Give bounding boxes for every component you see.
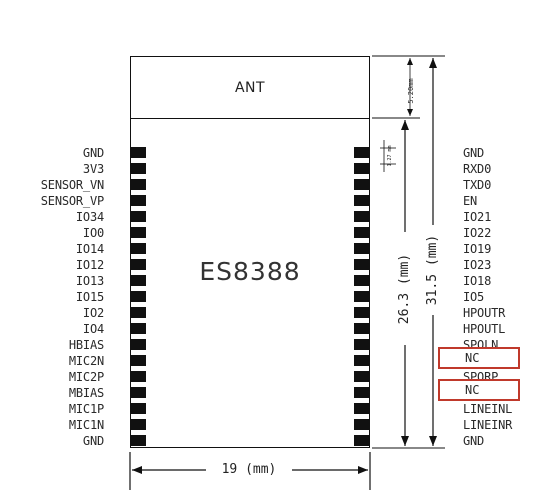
pin-label-left: HBIAS bbox=[68, 338, 104, 352]
pin-pad-left bbox=[130, 179, 146, 190]
antenna-area: ANT bbox=[131, 57, 369, 119]
pin-pad-right bbox=[354, 211, 370, 222]
pin-pad-left bbox=[130, 403, 146, 414]
pin-label-right: LINEINL bbox=[463, 402, 513, 416]
pin-pad-left bbox=[130, 195, 146, 206]
pin-pad-right bbox=[354, 419, 370, 430]
pin-label-left: MIC1P bbox=[68, 402, 104, 416]
pin-pad-right bbox=[354, 243, 370, 254]
pin-label-left: SENSOR_VP bbox=[40, 194, 104, 208]
pin-pad-left bbox=[130, 355, 146, 366]
pin-label-left: IO2 bbox=[82, 306, 104, 320]
module-outline: ANT ES8388 bbox=[130, 56, 370, 448]
pin-label-right: GND bbox=[463, 434, 485, 448]
width-dimension-label: 19 (mm) bbox=[221, 462, 277, 477]
pin-pad-right bbox=[354, 259, 370, 270]
pin-pad-right bbox=[354, 387, 370, 398]
pin-pad-right bbox=[354, 371, 370, 382]
pin-pad-right bbox=[354, 403, 370, 414]
pin-label-right: TXD0 bbox=[463, 178, 492, 192]
pin-pad-right bbox=[354, 227, 370, 238]
nc-highlight-box: NC bbox=[438, 347, 520, 369]
nc-highlight-box: NC bbox=[438, 379, 520, 401]
pin-label-right: IO22 bbox=[463, 226, 492, 240]
pin-label-left: MIC1N bbox=[68, 418, 104, 432]
pin-label-left: 3V3 bbox=[82, 162, 104, 176]
pin-label-left: MIC2N bbox=[68, 354, 104, 368]
pin-pad-right bbox=[354, 291, 370, 302]
chip-label: ES8388 bbox=[199, 257, 301, 286]
pin-pad-left bbox=[130, 163, 146, 174]
ant-height-dimension-label: 5.20mm bbox=[407, 78, 415, 104]
nc-highlight-label: NC bbox=[465, 351, 480, 365]
pin-label-right: EN bbox=[463, 194, 478, 208]
total-height-dimension-label: 31.5 (mm) bbox=[425, 234, 440, 306]
pin-pad-left bbox=[130, 211, 146, 222]
pin-label-left: IO0 bbox=[82, 226, 104, 240]
pin-label-right: GND bbox=[463, 146, 485, 160]
pin-label-right: HPOUTL bbox=[463, 322, 506, 336]
pin-pitch-dimension-label: 1.27 mm bbox=[387, 145, 393, 167]
pin-pad-left bbox=[130, 227, 146, 238]
pin-pad-right bbox=[354, 147, 370, 158]
pin-label-right: IO19 bbox=[463, 242, 492, 256]
pin-label-left: IO15 bbox=[75, 290, 104, 304]
pin-pad-left bbox=[130, 435, 146, 446]
pin-pad-left bbox=[130, 259, 146, 270]
pin-pad-left bbox=[130, 339, 146, 350]
pin-pad-right bbox=[354, 435, 370, 446]
pin-pad-right bbox=[354, 307, 370, 318]
pin-pad-left bbox=[130, 147, 146, 158]
pin-pad-left bbox=[130, 243, 146, 254]
pin-pad-right bbox=[354, 339, 370, 350]
pin-label-right: IO23 bbox=[463, 258, 492, 272]
pin-label-right: IO18 bbox=[463, 274, 492, 288]
pin-label-left: GND bbox=[82, 434, 104, 448]
pin-pad-left bbox=[130, 371, 146, 382]
pin-pad-left bbox=[130, 275, 146, 286]
pin-pad-left bbox=[130, 323, 146, 334]
pin-pad-right bbox=[354, 179, 370, 190]
pin-label-right: IO5 bbox=[463, 290, 485, 304]
pin-label-left: IO12 bbox=[75, 258, 104, 272]
pin-label-right: LINEINR bbox=[463, 418, 513, 432]
pin-pad-left bbox=[130, 307, 146, 318]
pin-pad-right bbox=[354, 355, 370, 366]
pin-label-right: RXD0 bbox=[463, 162, 492, 176]
pin-label-right: IO21 bbox=[463, 210, 492, 224]
pin-pad-left bbox=[130, 419, 146, 430]
pin-pad-right bbox=[354, 275, 370, 286]
pin-label-left: IO13 bbox=[75, 274, 104, 288]
pin-label-left: MBIAS bbox=[68, 386, 104, 400]
pin-pad-right bbox=[354, 323, 370, 334]
pin-label-left: IO34 bbox=[75, 210, 104, 224]
pin-pad-right bbox=[354, 163, 370, 174]
pin-pad-left bbox=[130, 387, 146, 398]
body-height-dimension-label: 26.3 (mm) bbox=[397, 253, 412, 325]
pin-pad-left bbox=[130, 291, 146, 302]
pin-label-left: MIC2P bbox=[68, 370, 104, 384]
nc-highlight-label: NC bbox=[465, 383, 480, 397]
pin-label-right: HPOUTR bbox=[463, 306, 506, 320]
pin-label-left: IO14 bbox=[75, 242, 104, 256]
pin-label-left: SENSOR_VN bbox=[40, 178, 104, 192]
pin-pad-right bbox=[354, 195, 370, 206]
pin-label-left: GND bbox=[82, 146, 104, 160]
pin-label-left: IO4 bbox=[82, 322, 104, 336]
